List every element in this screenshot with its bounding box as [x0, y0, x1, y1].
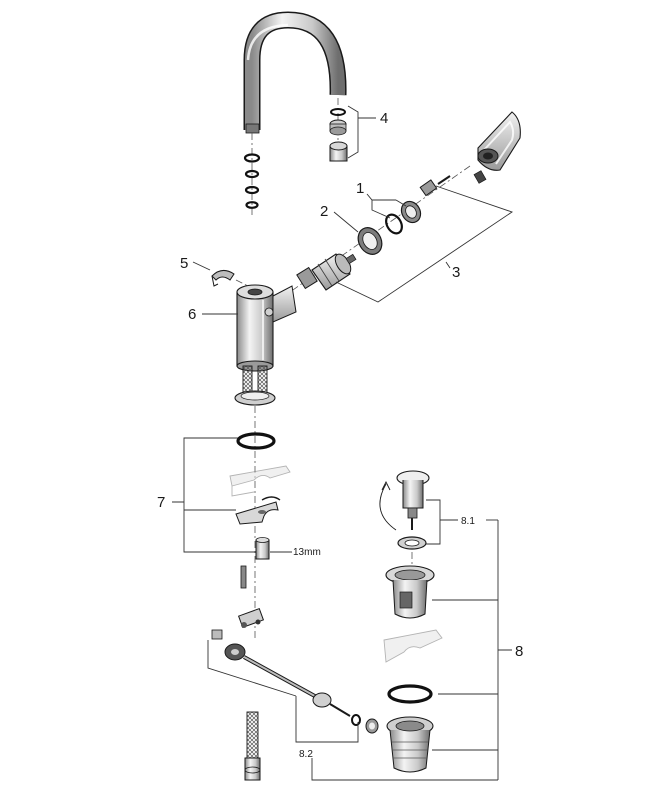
- drain-flange: [385, 565, 435, 619]
- callout-7: 7: [157, 494, 165, 511]
- cartridge-adapter-nut: [419, 179, 438, 197]
- retaining-clip: [211, 270, 235, 287]
- callout-8-1-bracket: [426, 499, 458, 545]
- callout-5: 5: [180, 255, 188, 272]
- fixing-nut: [255, 537, 270, 560]
- counter-mount-shell-ghost: [229, 465, 291, 497]
- callout-5-leader: [192, 261, 211, 271]
- pivot-seal: [351, 714, 379, 734]
- faucet-body: [236, 284, 297, 372]
- set-screw: [437, 175, 451, 185]
- pivot-nut-group: [211, 629, 246, 661]
- callout-8-2: 8.2: [299, 749, 313, 760]
- spout: [243, 11, 347, 134]
- stopper-rotate-arrow: [379, 480, 397, 531]
- drain-body: [386, 716, 434, 773]
- drain-washer-ghost: [383, 629, 443, 663]
- cartridge-nut-ring: [357, 227, 383, 255]
- nut-dimension: 13mm: [293, 547, 321, 558]
- callout-3: 3: [452, 264, 460, 281]
- threaded-rod: [240, 565, 247, 589]
- callout-8-bracket: [432, 520, 512, 780]
- pivot-rod: [243, 655, 351, 717]
- cartridge-o-ring: [385, 213, 403, 235]
- horseshoe-washer: [235, 496, 281, 525]
- callout-2: 2: [320, 203, 328, 220]
- drain-gasket: [387, 684, 433, 704]
- mounting-gasket: [236, 432, 276, 450]
- popup-stopper: [396, 470, 430, 530]
- lever-handle: [477, 111, 521, 171]
- callout-8-1: 8.1: [461, 516, 475, 527]
- aerator-parts: [329, 108, 348, 162]
- callout-8: 8: [515, 643, 523, 660]
- callout-1-leader: [366, 193, 407, 219]
- callout-7-bracket: [172, 437, 256, 553]
- callout-6: 6: [188, 306, 196, 323]
- base-plate: [234, 390, 276, 406]
- spout-seal-rings: [243, 153, 261, 209]
- callout-2-leader: [333, 211, 359, 233]
- stopper-seal: [397, 536, 427, 550]
- callout-1: 1: [356, 180, 364, 197]
- handle-screw: [473, 170, 487, 184]
- callout-4-bracket: [347, 105, 376, 159]
- cartridge: [296, 253, 357, 291]
- callout-3-leader: [335, 185, 514, 303]
- callout-4: 4: [380, 110, 388, 127]
- rod-clamp: [237, 607, 265, 629]
- cartridge-bushing: [400, 200, 422, 224]
- callout-8-2-bracket: [207, 640, 498, 781]
- supply-hose: [244, 711, 261, 781]
